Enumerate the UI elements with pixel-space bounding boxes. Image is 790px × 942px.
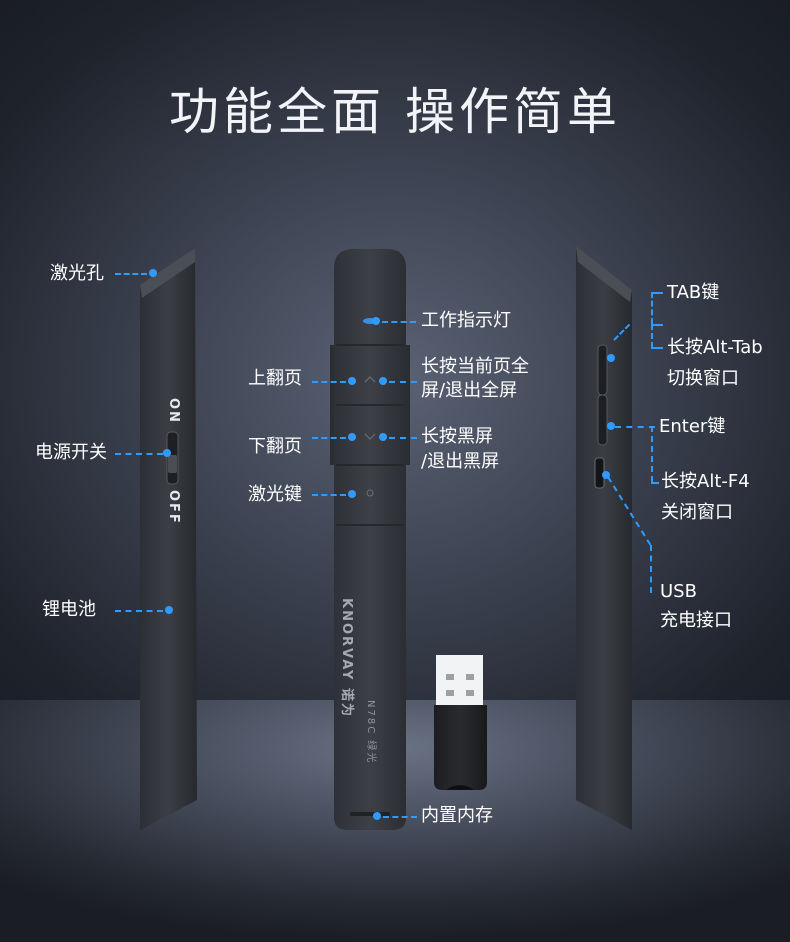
line-storage <box>383 816 417 818</box>
label-usb-2: 充电接口 <box>660 610 732 631</box>
dot-indicator <box>372 317 380 325</box>
left-side-view <box>140 248 197 830</box>
dot-page-up-right <box>379 377 387 385</box>
dot-usb <box>602 471 610 479</box>
label-enter-long-1: 长按Alt-F4 <box>661 471 750 492</box>
label-tab-long-1: 长按Alt-Tab <box>667 337 763 358</box>
label-power-switch: 电源开关 <box>35 442 107 463</box>
tab-button <box>597 344 608 396</box>
dot-enter <box>607 422 615 430</box>
label-enter-long-2: 关闭窗口 <box>661 502 733 523</box>
label-enter-key: Enter键 <box>659 416 726 437</box>
line-enter-bottom <box>651 482 659 484</box>
line-tab-bottom-2 <box>651 347 663 349</box>
line-usb-vertical <box>650 545 652 593</box>
line-enter-vertical <box>651 426 653 482</box>
line-page-down-left <box>312 437 346 439</box>
line-tab-vertical-2 <box>651 324 653 348</box>
label-laser-key: 激光键 <box>248 484 302 505</box>
line-page-up-left <box>312 381 346 383</box>
label-page-down-long-2: /退出黑屏 <box>421 451 500 472</box>
label-page-up: 上翻页 <box>248 368 302 389</box>
page-up-chevron <box>364 376 376 383</box>
switch-off-text: OFF <box>166 490 181 525</box>
line-laser-hole <box>115 273 147 275</box>
line-tab-bottom <box>651 324 663 326</box>
label-page-down-long-1: 长按黑屏 <box>421 426 493 447</box>
dot-page-down-right <box>379 433 387 441</box>
dot-laser-key <box>348 490 356 498</box>
line-tab-top <box>651 292 663 294</box>
label-battery: 锂电池 <box>42 599 96 620</box>
label-laser-hole: 激光孔 <box>50 263 104 284</box>
line-battery <box>115 610 163 612</box>
page-title: 功能全面 操作简单 <box>169 83 621 141</box>
usb-receiver-plug <box>436 655 483 705</box>
switch-on-text: ON <box>166 398 181 424</box>
usb-receiver-body <box>434 705 487 790</box>
label-tab-long-2: 切换窗口 <box>667 368 739 389</box>
dot-page-down-left <box>348 433 356 441</box>
enter-button <box>597 394 608 446</box>
line-indicator <box>382 321 416 323</box>
label-indicator: 工作指示灯 <box>421 310 511 331</box>
dot-tab <box>607 354 615 362</box>
brand-text: KNORVAY 诺为 <box>339 598 354 718</box>
line-enter <box>615 426 655 428</box>
label-tab-key: TAB键 <box>667 282 720 303</box>
label-usb-1: USB <box>660 581 697 602</box>
right-side-view <box>576 246 632 830</box>
model-text: N78C 绿光 <box>365 700 376 765</box>
laser-key-symbol <box>366 489 374 497</box>
front-view <box>334 249 406 830</box>
label-page-down: 下翻页 <box>248 436 302 457</box>
label-storage: 内置内存 <box>421 805 493 826</box>
line-page-down-right <box>389 437 417 439</box>
label-page-up-long-1: 长按当前页全 <box>421 356 529 377</box>
label-page-up-long-2: 屏/退出全屏 <box>421 380 518 401</box>
dot-laser-hole <box>149 269 157 277</box>
dot-battery <box>165 606 173 614</box>
line-power-switch <box>115 453 163 455</box>
line-laser-key <box>312 494 346 496</box>
dot-storage <box>373 812 381 820</box>
dot-power-switch <box>163 449 171 457</box>
dot-page-up-left <box>348 377 356 385</box>
page-down-chevron <box>364 433 376 440</box>
line-page-up-right <box>389 381 417 383</box>
line-tab-vertical <box>651 292 653 324</box>
